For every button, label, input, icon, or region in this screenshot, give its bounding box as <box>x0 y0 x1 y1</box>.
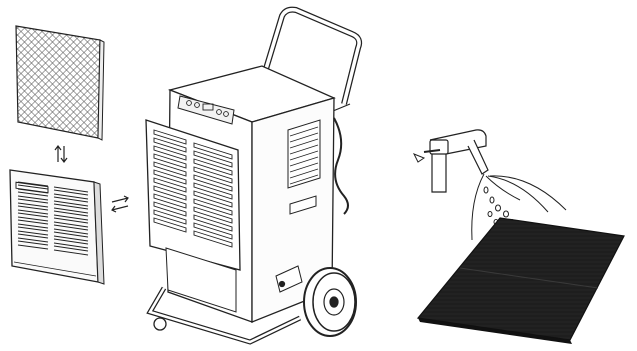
dehumidifier-unit-icon <box>146 10 359 342</box>
louvered-grille-cover-icon <box>10 170 104 284</box>
vertical-arrows-icon <box>55 146 67 162</box>
horizontal-arrows-icon <box>112 196 128 212</box>
dehumidifier-wheel-icon <box>304 268 356 336</box>
dark-filter-pad-icon <box>418 218 624 344</box>
water-faucet-icon <box>414 130 488 192</box>
mesh-filter-icon <box>16 26 104 140</box>
